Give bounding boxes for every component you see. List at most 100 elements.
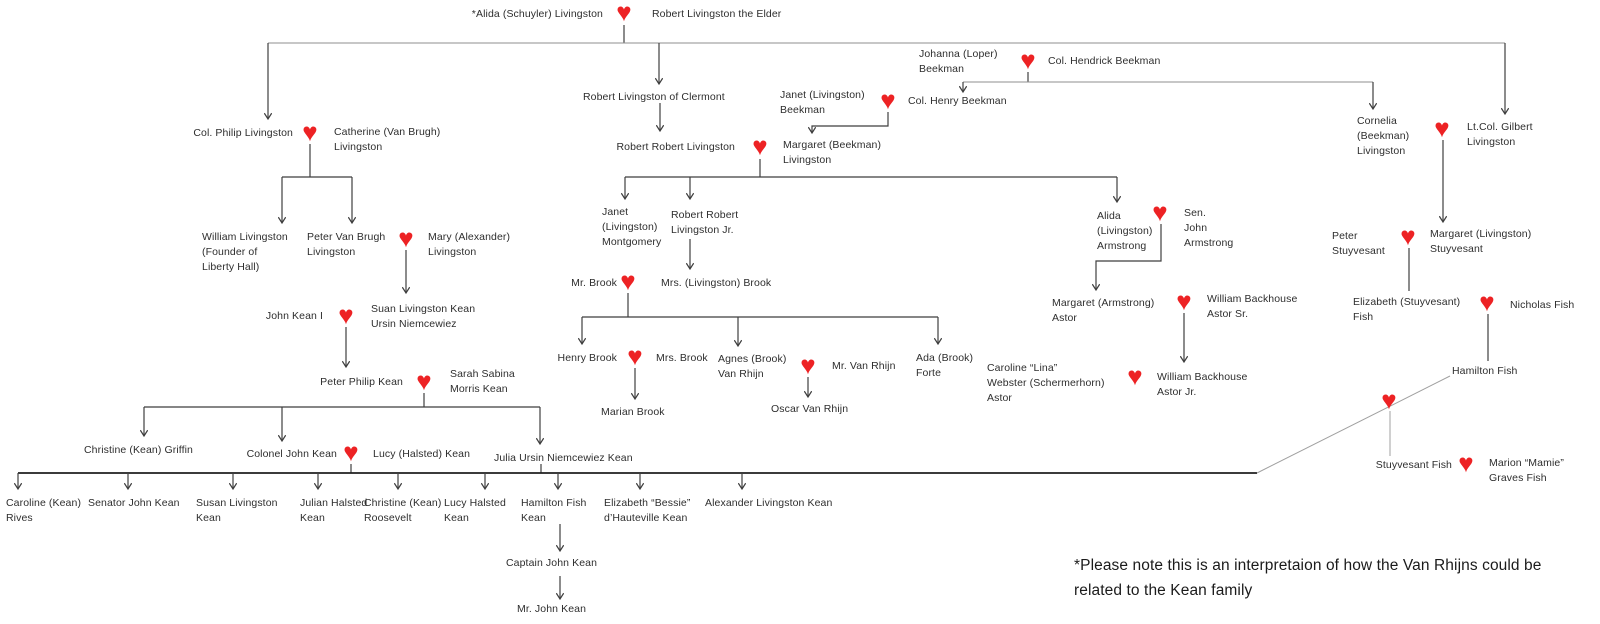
peter-margaret-stuyvesant-heart-icon: ♥ [1400, 220, 1416, 251]
robertrobert-margaretbeekman-heart-icon: ♥ [752, 130, 768, 161]
person-label: Livingston [307, 246, 356, 258]
person-label: Astor [987, 392, 1013, 404]
person-label: Sarah Sabina [450, 368, 515, 380]
person-label: Beekman [780, 104, 826, 116]
person-label: Henry Brook [557, 352, 617, 364]
person-label: Kean [300, 512, 325, 524]
person-robert-livingston-the-elder: Robert Livingston the Elder [652, 7, 781, 22]
person-label: Elizabeth “Bessie” [604, 497, 691, 509]
person-stuyvesant-fish: Stuyvesant Fish [1376, 458, 1452, 473]
person-label: Mrs. (Livingston) Brook [661, 277, 772, 289]
margaret-astorsr-heart-icon: ♥ [1176, 285, 1192, 316]
person-label: Alida [1097, 210, 1121, 222]
person-label: Col. Henry Beekman [908, 95, 1007, 107]
person-label: Mr. Van Rhijn [832, 360, 896, 372]
johnkean-suan-heart-icon: ♥ [338, 299, 354, 330]
person-label: Liberty Hall) [202, 261, 260, 273]
person-cornelia-beekman-livingston: Cornelia(Beekman)Livingston [1357, 114, 1409, 159]
person-label: Captain John Kean [506, 557, 598, 569]
person-label: Stuyvesant [1430, 243, 1483, 255]
person-elizabeth-stuyvesant-fish: Elizabeth (Stuyvesant)Fish [1353, 295, 1460, 325]
alida-robert-heart-icon: ♥ [616, 0, 632, 27]
person-mr-john-kean: Mr. John Kean [517, 602, 586, 617]
person-marion-mamie-graves-fish: Marion “Mamie”Graves Fish [1489, 456, 1564, 486]
person-label: Elizabeth (Stuyvesant) [1353, 296, 1461, 308]
person-label: Roosevelt [364, 512, 412, 524]
caroline-astorjr-heart-icon: ♥ [1127, 360, 1143, 391]
person-captain-john-kean: Captain John Kean [506, 556, 597, 571]
person-label: Lucy Halsted [444, 497, 506, 509]
person-label: Livingston [428, 246, 477, 258]
person-alexander-livingston-kean: Alexander Livingston Kean [705, 496, 832, 511]
person-label: Mr. John Kean [517, 603, 587, 615]
elizabeth-nicholas-fish-heart-icon: ♥ [1479, 286, 1495, 317]
person-label: Sen. [1184, 207, 1206, 219]
person-label: Oscar Van Rhijn [771, 403, 849, 415]
person-col-hendrick-beekman: Col. Hendrick Beekman [1048, 54, 1160, 69]
connector-line [1091, 224, 1162, 292]
person-colonel-john-kean: Colonel John Kean [247, 447, 337, 462]
person-label: Montgomery [602, 236, 662, 248]
person-label: Caroline “Lina” [987, 362, 1058, 374]
person-label: Ursin Niemcewiez [371, 318, 457, 330]
person-marian-brook: Marian Brook [601, 405, 665, 420]
person-alida-schuyler-livingston: *Alida (Schuyler) Livingston [472, 7, 603, 22]
person-label: Beekman [919, 63, 965, 75]
person-label: Kean [444, 512, 469, 524]
person-col-henry-beekman: Col. Henry Beekman [908, 94, 1007, 109]
mr-mrs-brook-heart-icon: ♥ [620, 265, 636, 296]
person-label: Johanna (Loper) [919, 48, 998, 60]
person-caroline-kean-rives: Caroline (Kean)Rives [6, 496, 81, 526]
person-label: Mrs. Brook [656, 352, 708, 364]
person-label: William Backhouse [1207, 293, 1298, 305]
philip-catherine-heart-icon: ♥ [302, 116, 318, 147]
person-label: Janet [602, 206, 629, 218]
alida-senjohn-armstrong-heart-icon: ♥ [1152, 196, 1168, 227]
person-label: Suan Livingston Kean [371, 303, 476, 315]
person-label: Livingston Jr. [671, 224, 734, 236]
person-label: Robert Robert [671, 209, 739, 221]
person-label: Armstrong [1097, 240, 1147, 252]
person-robert-livingston-of-clermont: Robert Livingston of Clermont [583, 90, 725, 105]
person-label: *Alida (Schuyler) Livingston [471, 8, 603, 20]
person-label: Astor [1052, 312, 1078, 324]
person-mrs-livingston-brook: Mrs. (Livingston) Brook [661, 276, 771, 291]
person-label: Livingston [1467, 136, 1516, 148]
person-label: Cornelia [1357, 115, 1397, 127]
person-label: Ada (Brook) [916, 352, 974, 364]
person-label: (Livingston) [1097, 225, 1153, 237]
person-label: Margaret (Armstrong) [1052, 297, 1155, 309]
peterphilip-sarah-heart-icon: ♥ [416, 365, 432, 396]
person-label: Mary (Alexander) [428, 231, 511, 243]
person-label: Caroline (Kean) [6, 497, 82, 509]
person-peter-philip-kean: Peter Philip Kean [320, 375, 403, 390]
person-nicholas-fish: Nicholas Fish [1510, 298, 1574, 313]
person-senator-john-kean: Senator John Kean [88, 496, 180, 511]
person-label: Robert Robert Livingston [616, 141, 735, 153]
person-margaret-armstrong-astor: Margaret (Armstrong) Astor [1052, 296, 1154, 326]
person-col-philip-livingston: Col. Philip Livingston [193, 126, 293, 141]
footnote-line-1: *Please note this is an interpretaion of… [1074, 557, 1542, 574]
person-margaret-livingston-stuyvesant: Margaret (Livingston)Stuyvesant [1430, 227, 1531, 257]
person-label: William Livingston [202, 231, 288, 243]
person-label: (Livingston) [602, 221, 658, 233]
person-label: Nicholas Fish [1510, 299, 1575, 311]
person-label: Astor Jr. [1157, 386, 1197, 398]
person-label: Graves Fish [1489, 472, 1547, 484]
person-label: Julian Halsted [300, 497, 368, 509]
person-label: Susan Livingston [196, 497, 278, 509]
person-label: Kean [196, 512, 221, 524]
person-label: Hamilton Fish [521, 497, 587, 509]
person-christine-kean-roosevelt: Christine (Kean)Roosevelt [364, 496, 441, 526]
person-label: Mr. Brook [571, 277, 617, 289]
coloneljohn-lucy-heart-icon: ♥ [343, 436, 359, 467]
